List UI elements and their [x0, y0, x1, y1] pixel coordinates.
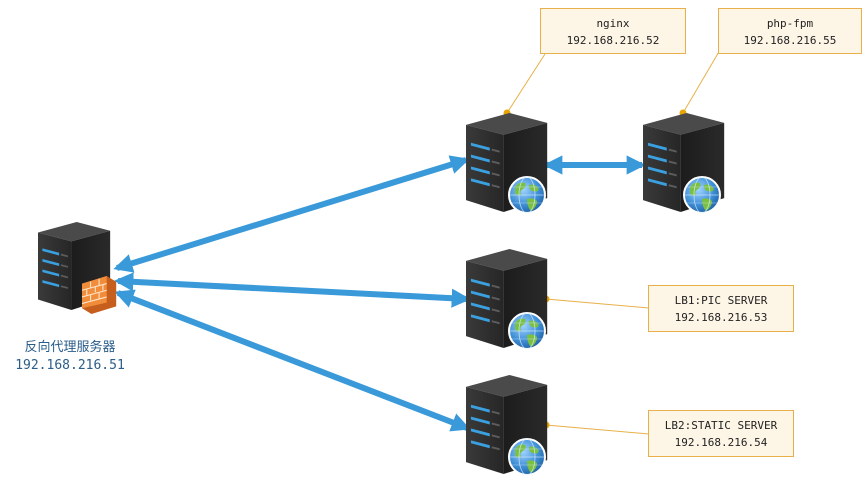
- nginx-server: [466, 113, 548, 214]
- proxy-label: 反向代理服务器 192.168.216.51: [0, 339, 140, 375]
- lb1-server: [466, 249, 548, 350]
- proxy-ip: 192.168.216.51: [15, 358, 125, 373]
- callout-nginx: nginx 192.168.216.52: [540, 8, 686, 54]
- lb2-server: [466, 375, 548, 476]
- globe-icon: [508, 438, 546, 476]
- callout-leaders: [503, 49, 721, 435]
- globe-icon: [683, 176, 721, 214]
- globe-icon: [508, 312, 546, 350]
- callout-phpfpm-ip: 192.168.216.55: [743, 34, 837, 47]
- globe-icon: [508, 176, 546, 214]
- callout-lb1: LB1:PIC SERVER 192.168.216.53: [648, 285, 794, 332]
- phpfpm-server: [643, 113, 725, 214]
- proxy-server: [38, 222, 117, 315]
- callout-lb2-ip: 192.168.216.54: [674, 436, 768, 449]
- connection-arrows: [113, 155, 646, 432]
- callout-nginx-name: nginx: [596, 17, 630, 30]
- arrow-proxy-nginx: [113, 155, 470, 273]
- callout-phpfpm-name: php-fpm: [766, 17, 814, 30]
- callout-phpfpm: php-fpm 192.168.216.55: [718, 8, 862, 54]
- arrow-proxy-lb2: [114, 289, 471, 432]
- callout-lb1-name: LB1:PIC SERVER: [674, 294, 768, 307]
- callout-lb2: LB2:STATIC SERVER 192.168.216.54: [648, 410, 794, 457]
- proxy-name: 反向代理服务器: [24, 340, 116, 355]
- arrow-proxy-lb1: [114, 272, 471, 308]
- callout-lb2-name: LB2:STATIC SERVER: [664, 419, 778, 432]
- callout-lb1-ip: 192.168.216.53: [674, 311, 768, 324]
- callout-nginx-ip: 192.168.216.52: [566, 34, 660, 47]
